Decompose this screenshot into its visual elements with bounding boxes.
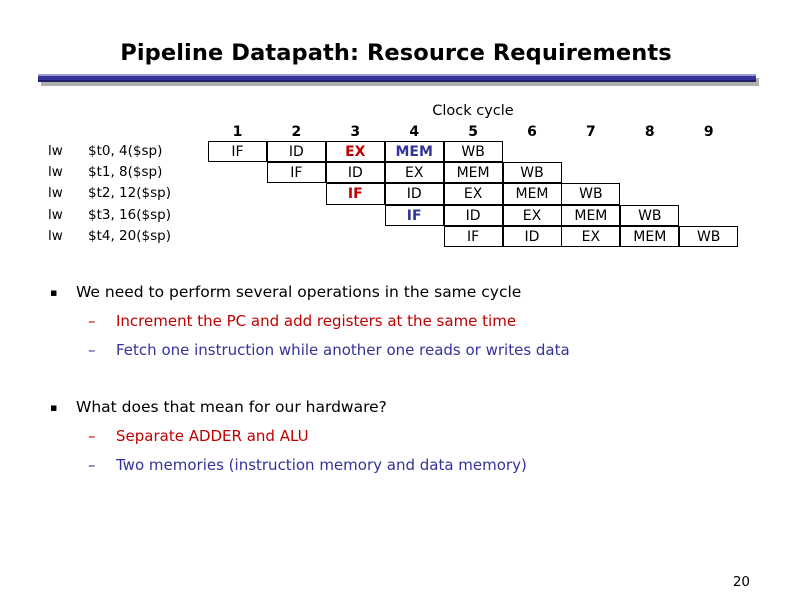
pipeline-stage-cell: EX [561,225,621,247]
page-title: Pipeline Datapath: Resource Requirements [120,40,672,66]
pipeline-stage-cell: EX [443,183,503,205]
instruction-row: lw $t0, 4($sp) [48,141,208,162]
dash-bullet-icon: – [88,427,96,445]
bullet-text: Fetch one instruction while another one … [116,341,570,359]
bullet-body: ▪ We need to perform several operations i… [0,278,792,480]
bullet-item-level1: ▪ What does that mean for our hardware? [48,393,792,422]
instruction-operands: $t0, 4($sp) [88,143,163,159]
bullet-text: Separate ADDER and ALU [116,427,309,445]
bullet-text: We need to perform several operations in… [76,283,522,301]
pipeline-stage-cell: MEM [620,225,680,247]
bullet-item-level2: – Increment the PC and add registers at t… [88,307,792,336]
square-bullet-icon: ▪ [50,401,58,414]
instruction-row: lw $t2, 12($sp) [48,183,208,204]
instruction-row: lw $t1, 8($sp) [48,162,208,183]
bullet-item-level1: ▪ We need to perform several operations i… [48,278,792,307]
instruction-list: lw $t0, 4($sp) lw $t1, 8($sp) lw $t2, 12($sp)… [48,141,208,247]
pipeline-stage-cell: IF [325,183,385,205]
bullet-group-spacer [0,365,792,393]
dash-bullet-icon: – [88,341,96,359]
pipeline-stage-cell: IF [208,141,267,163]
pipeline-stage-cell: IF [443,225,503,247]
pipeline-stage-cell: WB [561,183,621,205]
pipeline-stage-cell: MEM [384,141,444,163]
dash-bullet-icon: – [88,312,96,330]
pipeline-stage-cell: IF [384,204,444,226]
pipeline-stage-cell: ID [384,183,444,205]
page-number: 20 [732,574,750,590]
cycle-number-header: 1 [232,124,243,140]
instruction-opcode: lw [48,227,63,244]
cycle-number-header: 5 [468,124,478,140]
bullet-text: Two memories (instruction memory and dat… [116,456,527,474]
pipeline-stage-cell: IF [266,162,326,184]
cycle-number-header: 8 [644,124,655,140]
pipeline-stage-cell: MEM [443,162,503,184]
pipeline-stage-cell: EX [384,162,444,184]
bullet-item-level2: – Separate ADDER and ALU [88,422,792,451]
bullet-item-level2: – Two memories (instruction memory and da… [88,451,792,480]
clock-cycle-caption: Clock cycle [432,103,514,119]
square-bullet-icon: ▪ [50,286,58,299]
title-divider [38,74,759,86]
instruction-opcode: lw [48,185,63,202]
cycle-number-header: 7 [586,124,596,140]
pipeline-stage-cell: EX [502,204,562,226]
pipeline-stage-cell: WB [679,225,739,247]
bullet-text: Increment the PC and add registers at th… [116,312,517,330]
pipeline-stage-cell: ID [443,204,503,226]
instruction-operands: $t1, 8($sp) [88,164,163,181]
cycle-number-header: 3 [350,124,361,140]
dash-bullet-icon: – [88,456,96,474]
pipeline-stage-cell: WB [620,204,680,226]
bullet-text: What does that mean for our hardware? [76,398,387,416]
pipeline-stage-cell: WB [502,162,562,184]
instruction-opcode: lw [48,143,63,159]
instruction-row: lw $t4, 20($sp) [48,226,208,247]
instruction-operands: $t3, 16($sp) [88,206,171,223]
pipeline-stage-cell: MEM [502,183,562,205]
instruction-row: lw $t3, 16($sp) [48,205,208,226]
cycle-number-header: 4 [409,124,420,140]
pipeline-stage-cell: EX [325,141,385,163]
cycle-number-header: 9 [703,124,714,140]
pipeline-stage-cell: WB [443,141,503,163]
pipeline-stage-cell: ID [266,141,326,163]
title-divider-shadow [41,78,759,86]
pipeline-stage-cell: ID [502,225,562,247]
instruction-operands: $t2, 12($sp) [88,185,171,202]
instruction-operands: $t4, 20($sp) [88,227,171,244]
bullet-item-level2: – Fetch one instruction while another one… [88,336,792,365]
instruction-opcode: lw [48,164,63,181]
cycle-number-header: 2 [291,124,302,140]
pipeline-stage-cell: MEM [561,204,621,226]
pipeline-diagram: lw $t0, 4($sp) lw $t1, 8($sp) lw $t2, 12($sp)… [0,124,792,259]
title-divider-bar [38,74,756,82]
instruction-opcode: lw [48,206,63,223]
cycle-number-header: 6 [527,124,537,140]
pipeline-stage-cell: ID [325,162,385,184]
